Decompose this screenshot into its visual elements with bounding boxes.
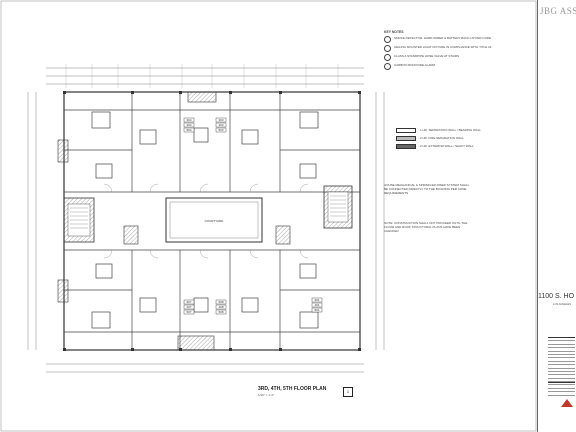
unit-tag: 507 bbox=[186, 310, 191, 314]
courtyard: COURTYARD bbox=[165, 197, 263, 243]
unit-tag: 508 bbox=[218, 310, 223, 314]
dimension-lines bbox=[27, 64, 385, 373]
legend-swatch bbox=[396, 135, 416, 141]
legend-swatch bbox=[396, 127, 416, 133]
key-note: CEILING MOUNTED LIGHT FIXTURE IN COMPLIA… bbox=[384, 45, 534, 52]
legend-swatch bbox=[396, 143, 416, 149]
legend-label: 1 HR. SEPARATION WALL / BEARING WALL bbox=[420, 128, 482, 132]
unit-tag: 404 bbox=[186, 123, 191, 127]
legend-row: 2 HR. FIRE SEPARATION WALL bbox=[396, 134, 481, 142]
legend-row: 1 HR. SEPARATION WALL / BEARING WALL bbox=[396, 126, 481, 134]
project-location: LOS ANGELES bbox=[553, 303, 572, 306]
sheet-number-box bbox=[548, 382, 575, 429]
unit-tag: 501 bbox=[314, 308, 319, 312]
unit-tag: 408 bbox=[218, 305, 223, 309]
unit-tag: 303 bbox=[218, 118, 223, 122]
revision-table bbox=[548, 337, 575, 396]
legend-row: 2 HR. EXTERIOR WALL / SHAFT WALL bbox=[396, 142, 481, 150]
co-alarm-icon bbox=[384, 63, 391, 70]
drawing-number: 1 bbox=[343, 387, 353, 397]
key-note-text: CARBON MONOXIDE ALARM bbox=[394, 63, 436, 67]
courtyard-label: COURTYARD bbox=[205, 219, 225, 223]
legend-label: 2 HR. FIRE SEPARATION WALL bbox=[420, 136, 464, 140]
light-fixture-icon bbox=[384, 45, 391, 52]
unit-tags-right: 301 401 501 bbox=[311, 297, 323, 313]
firm-logo-icon bbox=[561, 399, 573, 407]
firm-name: JBG ASSO bbox=[540, 6, 576, 16]
floor-plan: COURTYARD bbox=[0, 0, 537, 432]
smoke-detector-icon bbox=[384, 36, 391, 43]
column-grid bbox=[63, 91, 361, 351]
project-name: 1100 S. HO bbox=[538, 293, 575, 300]
wall-legend: 1 HR. SEPARATION WALL / BEARING WALL 2 H… bbox=[396, 126, 481, 150]
key-note-text: SMOKE DETECTOR. HARD-WIRED & BATTERY BAC… bbox=[394, 36, 492, 40]
callout-note-construction: NOTE: CONSTRUCTION SHALL NOT PROCEED UNT… bbox=[384, 221, 468, 233]
unit-tag: 401 bbox=[314, 303, 319, 307]
unit-tag: 304 bbox=[186, 118, 191, 122]
hose-valve-icon bbox=[384, 54, 391, 61]
key-note: CARBON MONOXIDE ALARM bbox=[384, 63, 534, 70]
drawing-scale: 1/16" = 1'-0" bbox=[258, 393, 275, 397]
unit-tag: 308 bbox=[218, 300, 223, 304]
key-notes: KEY NOTES SMOKE DETECTOR. HARD-WIRED & B… bbox=[384, 30, 534, 72]
unit-tag: 407 bbox=[186, 305, 191, 309]
unit-tag: 504 bbox=[186, 128, 191, 132]
callout-note-mechanical: HOUSE MECHANICAL & SPRINKLER RISER SYSTE… bbox=[384, 183, 470, 195]
key-notes-heading: KEY NOTES bbox=[384, 30, 404, 34]
drawing-title: 3RD, 4TH, 5TH FLOOR PLAN bbox=[258, 386, 327, 392]
unit-tag: 503 bbox=[218, 128, 223, 132]
door-swings bbox=[103, 183, 309, 259]
unit-walls bbox=[64, 92, 360, 350]
unit-tag: 403 bbox=[218, 123, 223, 127]
unit-tag: 301 bbox=[314, 298, 319, 302]
key-note-text: CEILING MOUNTED LIGHT FIXTURE IN COMPLIA… bbox=[394, 45, 492, 49]
unit-tag: 307 bbox=[186, 300, 191, 304]
stair-treads bbox=[70, 195, 346, 229]
unit-tags-bottom: 307 407 507 308 408 508 bbox=[183, 299, 227, 315]
unit-tags-top: 304 404 504 303 403 503 bbox=[183, 117, 227, 133]
key-note: SMOKE DETECTOR. HARD-WIRED & BATTERY BAC… bbox=[384, 36, 534, 43]
key-note: CLASS A STANDPIPE HOSE VALVE AT STAIRS bbox=[384, 54, 534, 61]
legend-label: 2 HR. EXTERIOR WALL / SHAFT WALL bbox=[420, 144, 474, 148]
title-block bbox=[537, 0, 576, 432]
key-note-text: CLASS A STANDPIPE HOSE VALVE AT STAIRS bbox=[394, 54, 460, 58]
